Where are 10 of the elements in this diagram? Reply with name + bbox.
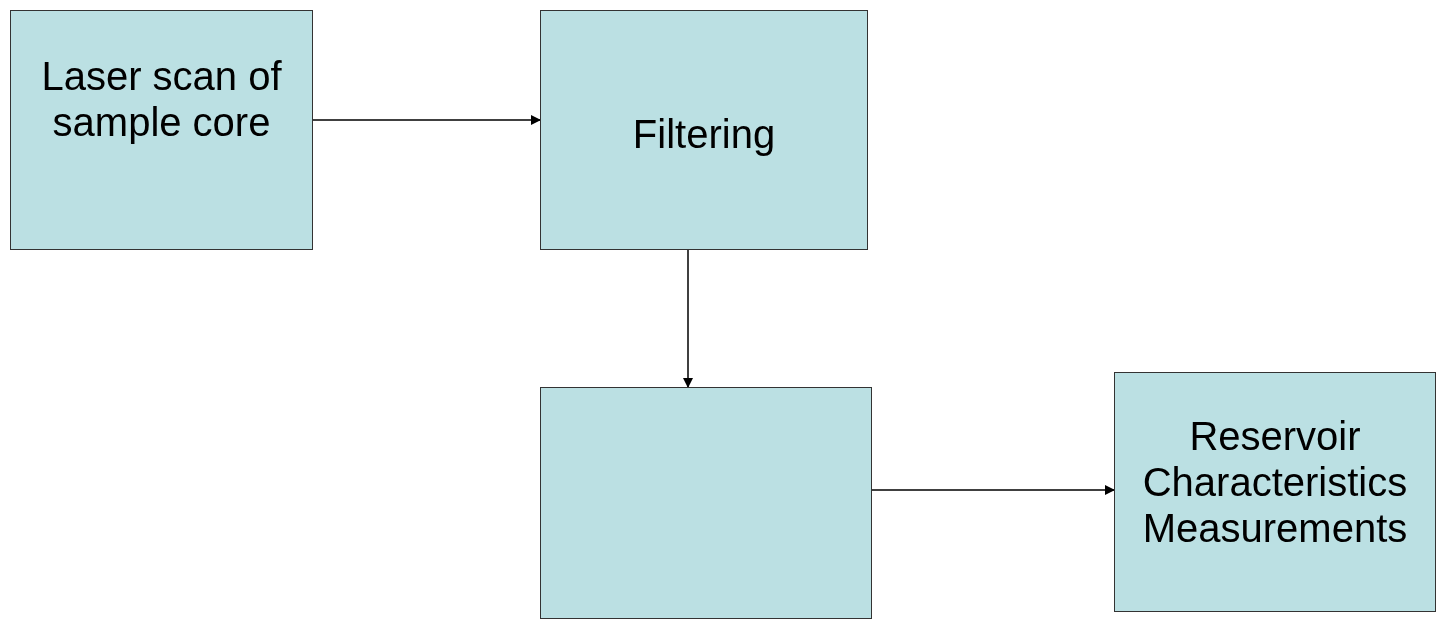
box-label: Filtering: [631, 111, 777, 157]
process-box: [540, 10, 868, 250]
arrow: [683, 249, 693, 388]
process-box: [1114, 372, 1436, 612]
box-label: Reservoir Characteristics Measurements: [1141, 413, 1409, 551]
box-label: Laser scan of sample core: [40, 53, 283, 145]
arrow: [871, 485, 1115, 495]
process-box: [540, 387, 872, 619]
arrow: [312, 115, 541, 125]
process-box: [10, 10, 313, 250]
